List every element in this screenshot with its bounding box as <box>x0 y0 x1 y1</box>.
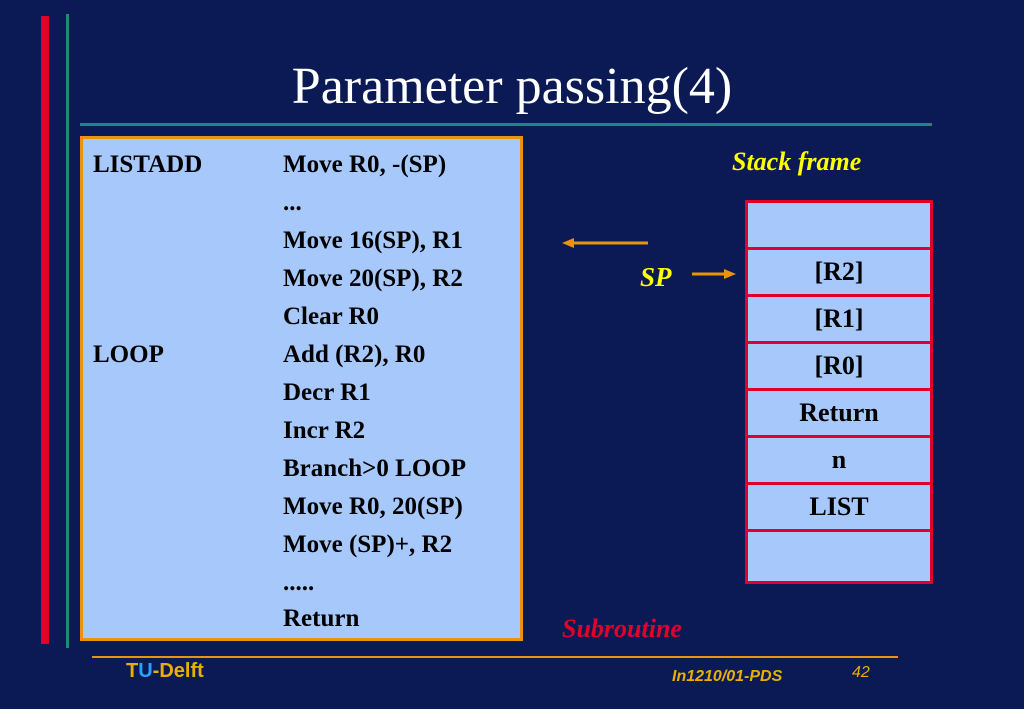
sp-arrow-icon <box>692 269 736 279</box>
left-red-bar <box>41 16 49 644</box>
code-listing: LISTADD Move R0, -(SP) ... Move 16(SP), … <box>80 136 523 641</box>
code-instr: Move R0, -(SP) <box>283 151 447 178</box>
code-label-listadd: LISTADD <box>93 151 203 178</box>
code-instr: Move R0, 20(SP) <box>283 493 463 520</box>
footer-divider <box>92 656 898 658</box>
course-code: In1210/01-PDS <box>672 668 783 685</box>
code-instr: Move (SP)+, R2 <box>283 531 453 558</box>
stack-cell <box>748 203 930 247</box>
stack-cell: [R1] <box>748 297 930 341</box>
code-instr: ..... <box>283 569 315 596</box>
slide-title: Parameter passing(4) <box>291 58 733 115</box>
page-number: 42 <box>852 664 870 681</box>
code-label-loop: LOOP <box>93 341 164 368</box>
stack-cell: [R2] <box>748 250 930 294</box>
code-instr: Branch>0 LOOP <box>283 455 467 482</box>
code-instr: Clear R0 <box>283 303 380 330</box>
stack-cell <box>748 532 930 581</box>
stack-cell: Return <box>748 391 930 435</box>
code-instr: Return <box>283 605 360 632</box>
code-instr: Decr R1 <box>283 379 371 406</box>
code-instr: Move 20(SP), R2 <box>283 265 463 292</box>
stack-frame: [R2] [R1] [R0] Return n LIST <box>745 200 933 584</box>
left-arrow-icon <box>562 238 648 248</box>
code-instr: Incr R2 <box>283 417 366 444</box>
left-green-line <box>66 14 69 648</box>
subroutine-label: Subroutine <box>562 614 682 643</box>
code-instr: Add (R2), R0 <box>283 341 426 368</box>
tu-delft-logo: TU-Delft <box>126 660 204 682</box>
stack-cell: n <box>748 438 930 482</box>
stack-cell: LIST <box>748 485 930 529</box>
stack-cell: [R0] <box>748 344 930 388</box>
stack-frame-title: Stack frame <box>732 147 862 176</box>
code-instr: Move 16(SP), R1 <box>283 227 463 254</box>
code-instr: ... <box>283 189 302 216</box>
sp-label: SP <box>640 262 672 292</box>
title-divider <box>80 123 932 126</box>
